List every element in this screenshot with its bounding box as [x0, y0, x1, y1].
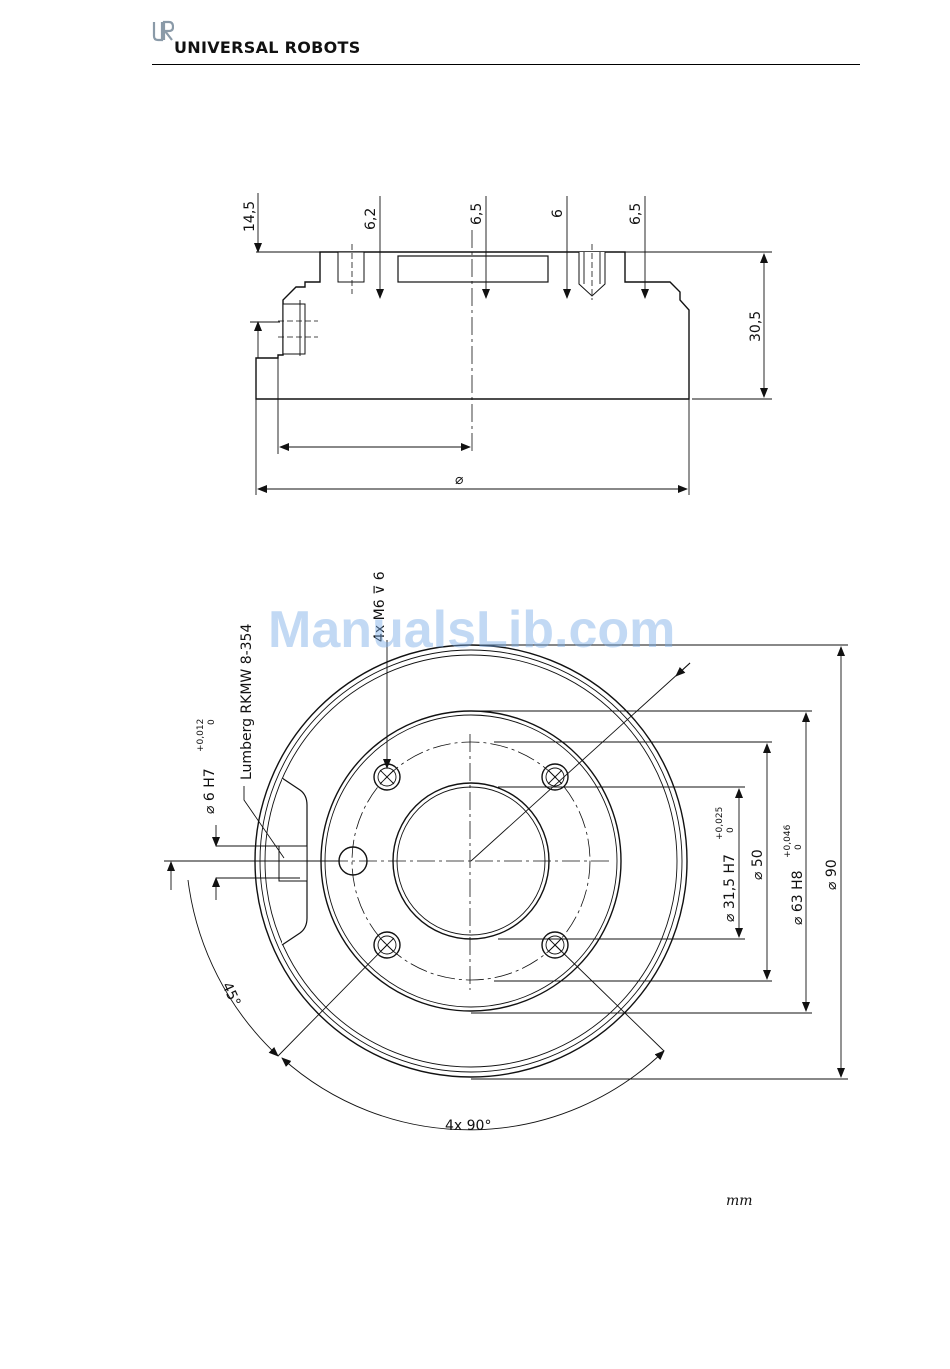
dim-31-5: ⌀ 31,5 H7 — [722, 854, 738, 922]
dim-31-5-tol-lower: 0 — [726, 827, 736, 833]
pin-hole-left — [338, 252, 364, 282]
dim-31-5-tol-upper: +0,025 — [715, 807, 725, 840]
pin-tol-lower: 0 — [207, 719, 217, 725]
dim-63-tol-upper: +0,046 — [783, 824, 793, 858]
connector-label: Lumberg RKMW 8-354 — [239, 624, 255, 780]
dim-63: ⌀ 63 H8 — [790, 870, 806, 925]
dim-6-5-right: 6,5 — [628, 203, 644, 225]
dim-6-2: 6,2 — [363, 208, 379, 230]
dim-14-5: 14,5 — [242, 201, 258, 232]
connector-slot — [279, 846, 307, 881]
dim-50: ⌀ 50 — [750, 849, 766, 880]
dim-6-5-center: 6,5 — [469, 203, 485, 225]
section-view: 14,5 6,2 6,5 6 6,5 30,5 ⌀ — [242, 193, 772, 495]
watermark: ManualsLib.com — [268, 600, 675, 660]
angle-4x90: 4x 90° — [445, 1118, 491, 1134]
dim-6: 6 — [550, 209, 566, 218]
dim-diameter: ⌀ — [455, 472, 464, 488]
dim-90: ⌀ 90 — [824, 859, 840, 890]
dim-63-tol-lower: 0 — [794, 844, 804, 850]
pin-dim: ⌀ 6 H7 — [202, 768, 218, 814]
connector-cut — [283, 304, 305, 354]
dim-30-5: 30,5 — [748, 311, 764, 342]
center-pocket — [398, 256, 548, 282]
angle-45: 45° — [218, 980, 243, 1009]
unit-label: mm — [726, 1193, 753, 1209]
pin-tol-upper: +0,012 — [196, 719, 206, 752]
